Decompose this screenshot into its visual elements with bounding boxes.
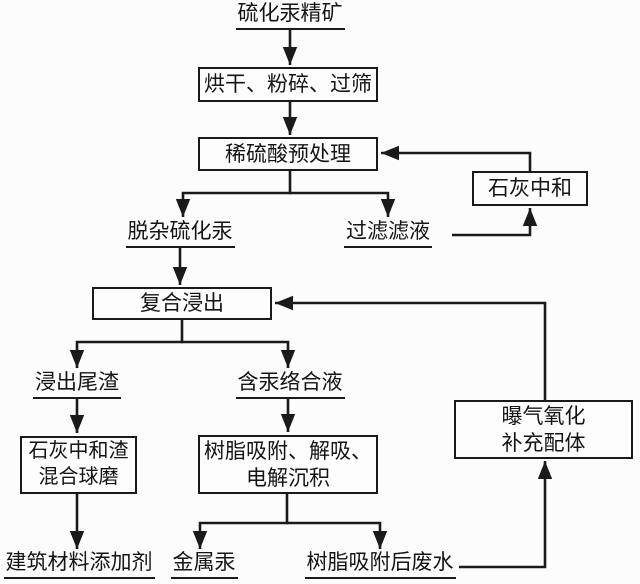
node-filtrate-label: 过滤滤液 <box>344 218 432 249</box>
node-complex-solution-label: 含汞络合液 <box>235 369 345 400</box>
node-tailings: 浸出尾渣 <box>27 369 127 400</box>
node-leaching-label: 复合浸出 <box>140 291 224 316</box>
edge-pretreatment-to-filtrate <box>289 191 396 217</box>
edge-resin-to-wastewater <box>286 521 388 549</box>
edge-aeration-to-leaching <box>275 295 547 400</box>
edge-resin-to-mercury <box>192 494 289 549</box>
edge-wastewater-to-aeration <box>459 461 553 569</box>
edge-filtrate-to-lime <box>452 208 538 237</box>
node-aeration-line1: 曝气氧化 <box>501 403 586 428</box>
node-pretreatment: 稀硫酸预处理 <box>198 137 378 171</box>
node-wastewater: 树脂吸附后废水 <box>302 549 458 580</box>
node-purified-hgs-label: 脱杂硫化汞 <box>125 218 235 249</box>
node-lime-neutralization: 石灰中和 <box>472 171 588 206</box>
node-pretreatment-label: 稀硫酸预处理 <box>225 141 351 166</box>
node-tailings-label: 浸出尾渣 <box>33 369 121 400</box>
edge-lime-to-pretreatment <box>381 145 532 171</box>
node-purified-hgs: 脱杂硫化汞 <box>118 218 242 249</box>
node-lime-neutralization-label: 石灰中和 <box>488 176 572 201</box>
node-resin-line1: 树脂吸附、解吸、 <box>204 438 372 463</box>
node-source-label: 硫化汞精矿 <box>235 0 345 31</box>
node-metal-mercury-label: 金属汞 <box>170 549 238 580</box>
node-lime-mill-line1: 石灰中和渣 <box>28 440 129 463</box>
edge-leaching-to-tailings <box>69 320 184 368</box>
edge-pretreatment-to-purified <box>175 171 292 217</box>
node-filtrate: 过滤滤液 <box>338 218 438 249</box>
node-lime-mill: 石灰中和渣 混合球磨 <box>20 436 137 494</box>
node-resin-line2: 电解沉积 <box>246 465 330 490</box>
node-source: 硫化汞精矿 <box>225 0 355 31</box>
node-lime-mill-line2: 混合球磨 <box>38 466 119 488</box>
node-building-additive-label: 建筑材料添加剂 <box>3 549 155 580</box>
edge-leaching-to-complex <box>181 340 296 368</box>
node-resin: 树脂吸附、解吸、 电解沉积 <box>198 435 378 494</box>
node-aeration: 曝气氧化 补充配体 <box>454 400 633 459</box>
node-aeration-line2: 补充配体 <box>501 430 586 455</box>
node-leaching: 复合浸出 <box>92 287 272 320</box>
node-metal-mercury: 金属汞 <box>168 549 240 580</box>
node-drying-label: 烘干、粉碎、过筛 <box>204 72 372 97</box>
node-building-additive: 建筑材料添加剂 <box>0 549 158 580</box>
node-drying: 烘干、粉碎、过筛 <box>198 67 378 102</box>
node-complex-solution: 含汞络合液 <box>235 369 345 400</box>
node-wastewater-label: 树脂吸附后废水 <box>304 549 456 580</box>
